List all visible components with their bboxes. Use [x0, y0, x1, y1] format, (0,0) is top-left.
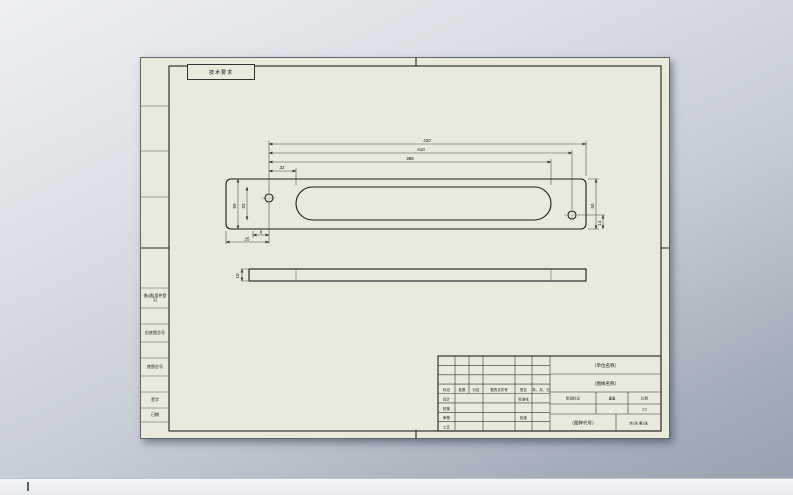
sheet-frame — [141, 58, 669, 438]
margin-row-blank3 — [141, 376, 169, 392]
margin-row-blank2 — [141, 342, 169, 358]
scale-value: 1:2 — [642, 408, 647, 412]
dim-top4: 32 — [279, 165, 285, 170]
approval-process: 工艺 — [443, 425, 451, 430]
stage-label: 阶段标记 — [566, 396, 580, 401]
dim-side-thickness: 10 — [235, 273, 240, 279]
margin-row-tracing: 底图总号 — [147, 363, 163, 369]
dim-right-offset: 14 — [597, 220, 602, 226]
approval-approve: 批准 — [520, 415, 528, 420]
margin-row-date: 日期 — [151, 411, 159, 417]
hole-right-centerline — [564, 207, 580, 223]
margin-row-blank4 — [141, 422, 169, 431]
dim-left-height: 50 — [232, 203, 237, 209]
margin-row-borrowed: 借(通)用件登记 — [143, 292, 167, 302]
company-name: （单位名称） — [592, 362, 619, 369]
corner-mark — [27, 482, 29, 491]
margin-row-blank1 — [141, 308, 169, 324]
side-view-feature-lines — [295, 269, 552, 281]
drawing-number: （图样代号） — [570, 420, 597, 427]
dim-bottom-edge: 25 — [244, 237, 250, 242]
margin-row-signature: 签字 — [151, 396, 159, 402]
main-view[interactable] — [225, 178, 587, 230]
part-outline — [225, 178, 587, 230]
revision-header-mark: 标记 — [443, 387, 451, 392]
approval-design: 设计 — [443, 396, 451, 401]
revision-header-count: 处数 — [459, 387, 467, 392]
annotation-note-label: 技术要求 — [208, 69, 233, 76]
annotation-note[interactable]: 技术要求 — [187, 64, 255, 80]
approval-check: 校核 — [443, 406, 451, 411]
revision-header-sign: 签名 — [520, 387, 527, 392]
revision-header-zone: 分区 — [473, 387, 481, 392]
side-view-outline — [248, 268, 587, 282]
cad-viewport[interactable]: 420 410 386 32 50 33 50 14 8 25 10 — [0, 0, 793, 479]
margin-row-old-tracing: 旧底图总号 — [145, 329, 165, 335]
dim-bottom-offset: 8 — [260, 230, 263, 235]
side-view[interactable] — [248, 268, 587, 282]
sheet-info: 共1张 第1张 — [629, 421, 648, 426]
approval-review: 审核 — [443, 415, 451, 420]
scale-label: 比例 — [641, 396, 649, 401]
part-name: （图样名称） — [592, 380, 619, 387]
hole-left-centerline — [261, 190, 277, 206]
dim-top1: 420 — [423, 138, 431, 143]
dim-top2: 410 — [417, 147, 425, 152]
title-block[interactable]: 标记 处数 分区 更改文件号 签名 年、月、日 设计 校核 审核 工艺 标准化 … — [437, 355, 662, 432]
revision-header-docno: 更改文件号 — [490, 387, 508, 392]
dim-left-slot: 33 — [241, 203, 246, 209]
approval-standard: 标准化 — [518, 396, 529, 401]
drawing-graphics: 420 410 386 32 50 33 50 14 8 25 10 — [141, 58, 669, 438]
dim-right-height: 50 — [590, 203, 595, 209]
revision-header-date: 年、月、日 — [532, 387, 550, 392]
dim-top3: 386 — [406, 156, 414, 161]
slot-outline — [295, 186, 552, 221]
status-bar — [0, 478, 793, 495]
drawing-sheet[interactable]: 420 410 386 32 50 33 50 14 8 25 10 — [140, 57, 670, 439]
dimensions[interactable]: 420 410 386 32 50 33 50 14 8 25 10 — [225, 138, 605, 282]
weight-label: 重量 — [609, 396, 617, 401]
